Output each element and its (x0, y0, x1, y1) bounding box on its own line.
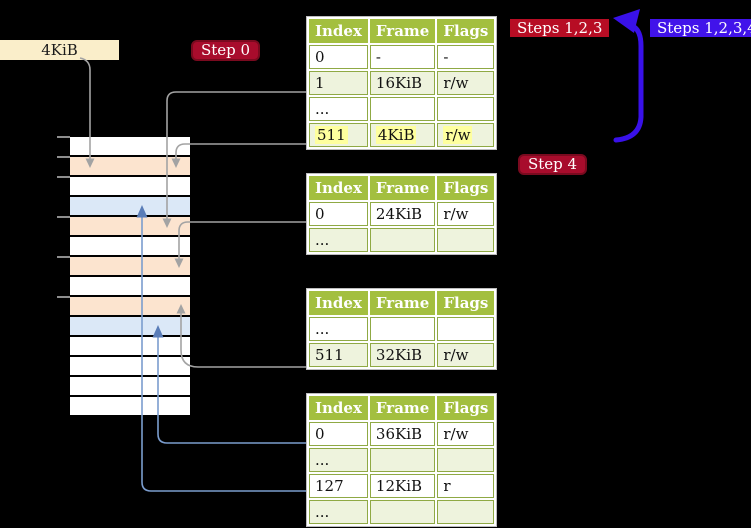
badge-step-0: Step 0 (191, 40, 261, 61)
column-header: Index (309, 19, 368, 43)
table-cell: r/w (437, 422, 495, 446)
table-cell: - (369, 45, 436, 69)
address-tick (57, 296, 70, 298)
table-cell (369, 317, 436, 341)
badge-steps-1-2-3: Steps 1,2,3 (510, 19, 610, 37)
table-cell (437, 228, 495, 252)
recursive-loop-arrowhead (613, 9, 640, 33)
memory-frame-free (70, 237, 190, 255)
table-cell: 12KiB (369, 474, 436, 498)
table-cell: ... (309, 97, 368, 121)
table-cell: ... (309, 500, 368, 524)
memory-frame-free (70, 137, 190, 155)
table-cell (437, 97, 495, 121)
table-cell (437, 317, 495, 341)
column-header: Frame (369, 19, 436, 43)
table-cell (369, 500, 436, 524)
table-cell: 36KiB (369, 422, 436, 446)
column-header: Frame (369, 396, 436, 420)
column-header: Frame (369, 176, 436, 200)
memory-frame-free (70, 397, 190, 415)
table-cell: 511 (309, 343, 368, 367)
table-cell: ... (309, 448, 368, 472)
column-header: Index (309, 176, 368, 200)
table-cell: r/w (437, 123, 495, 147)
arrow-table3-entry511-to-32kib (180, 313, 313, 368)
table-cell: 4KiB (369, 123, 436, 147)
address-tick (57, 136, 70, 138)
table-cell: r (437, 474, 495, 498)
column-header: Flags (437, 19, 495, 43)
table-cell: 127 (309, 474, 368, 498)
address-tick (57, 216, 70, 218)
column-header: Frame (369, 291, 436, 315)
column-header: Flags (437, 396, 495, 420)
table-cell: 0 (309, 422, 368, 446)
table-row: ... (309, 500, 495, 524)
column-header: Index (309, 291, 368, 315)
column-header: Flags (437, 176, 495, 200)
table-cell (369, 448, 436, 472)
table-row: ... (309, 228, 495, 252)
memory-frame-free (70, 377, 190, 395)
table-cell: 16KiB (369, 71, 436, 95)
badge-steps-1-2-3-4: Steps 1,2,3,4 (650, 19, 751, 37)
table-cell: 24KiB (369, 202, 436, 226)
table-cell: r/w (437, 343, 495, 367)
table-row: 511 4KiB r/w (309, 123, 495, 147)
highlighted-value: r/w (443, 126, 473, 144)
address-tick (57, 176, 70, 178)
table-cell (369, 228, 436, 252)
memory-frame-page-table (70, 297, 190, 315)
memory-frame-page-table (70, 257, 190, 275)
memory-frame-page-table (70, 217, 190, 235)
table-cell (369, 97, 436, 121)
table-cell: 1 (309, 71, 368, 95)
table-cell: 0 (309, 45, 368, 69)
table-cell (437, 500, 495, 524)
address-tick (57, 256, 70, 258)
table-cell: ... (309, 228, 368, 252)
table-cell: 32KiB (369, 343, 436, 367)
column-header: Flags (437, 291, 495, 315)
table-row: 0-- (309, 45, 495, 69)
table-cell: 0 (309, 202, 368, 226)
badge-step-4: Step 4 (518, 154, 588, 175)
table-cell: ... (309, 317, 368, 341)
memory-frame-page-table (70, 157, 190, 175)
table-cell (437, 448, 495, 472)
highlighted-value: 4KiB (375, 126, 417, 144)
frame-size-label: 4KiB (0, 40, 119, 60)
arrow-table2-entry0-to-24kib (178, 221, 313, 259)
memory-frame-free (70, 277, 190, 295)
highlighted-value: 511 (315, 126, 348, 144)
table-cell: r/w (437, 202, 495, 226)
table-row: ... (309, 317, 495, 341)
table-cell: - (437, 45, 495, 69)
memory-frame-free (70, 337, 190, 355)
table-row: ... (309, 448, 495, 472)
memory-frame-mapped-page (70, 197, 190, 215)
table-row: ... (309, 97, 495, 121)
table-cell: 511 (309, 123, 368, 147)
column-header: Index (309, 396, 368, 420)
address-tick (57, 156, 70, 158)
recursive-loop-arrow (613, 22, 644, 143)
memory-frame-mapped-page (70, 317, 190, 335)
table-cell: r/w (437, 71, 495, 95)
arrow-table1-entry511-to-4kib (175, 143, 313, 159)
memory-frame-free (70, 177, 190, 195)
memory-frame-free (70, 357, 190, 375)
